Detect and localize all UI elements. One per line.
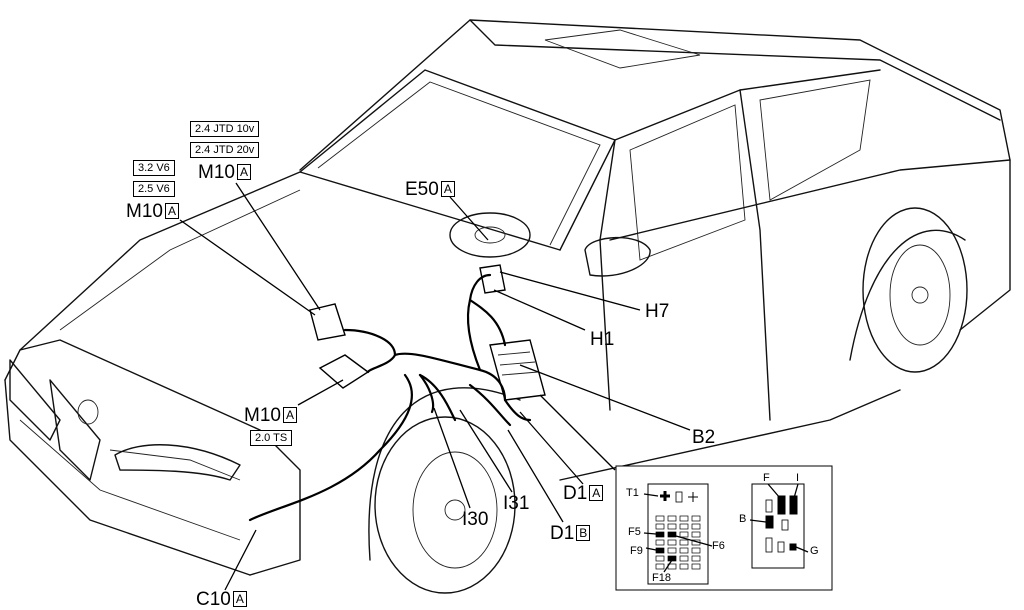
ignition-switch bbox=[479, 264, 506, 294]
label-h1: H1 bbox=[590, 329, 615, 350]
leader-lines bbox=[179, 182, 691, 591]
variant-v6-25: 2.5 V6 bbox=[133, 181, 175, 197]
label-i30: I30 bbox=[462, 509, 489, 530]
variant-ts20: 2.0 TS bbox=[250, 430, 293, 446]
fuse-box-b2 bbox=[489, 339, 546, 401]
inset-label-i: I bbox=[796, 472, 800, 484]
variant-v6-32: 3.2 V6 bbox=[133, 160, 175, 176]
variant-jtd10: 2.4 JTD 10v bbox=[190, 121, 260, 137]
inset-label-f5: F5 bbox=[628, 526, 641, 538]
inset-label-g: G bbox=[810, 545, 819, 557]
inset-label-f: F bbox=[763, 472, 770, 484]
inset-label-f9: F9 bbox=[630, 545, 643, 557]
steering-wheel bbox=[449, 212, 531, 258]
wiring-harness bbox=[248, 273, 532, 522]
inset-label-t1: T1 bbox=[626, 487, 639, 499]
ecu-m10-petrol bbox=[318, 354, 370, 389]
label-b2: B2 bbox=[692, 427, 716, 448]
label-i31: I31 bbox=[503, 493, 530, 514]
ecu-m10-diesel bbox=[309, 303, 346, 341]
inset-label-f6: F6 bbox=[712, 540, 725, 552]
inset-label-b: B bbox=[739, 513, 747, 525]
label-h7: H7 bbox=[645, 301, 670, 322]
variant-jtd20: 2.4 JTD 20v bbox=[190, 142, 260, 158]
inset-fuse-layout bbox=[615, 465, 833, 591]
car-body bbox=[4, 19, 1011, 594]
inset-label-f18: F18 bbox=[652, 572, 671, 584]
